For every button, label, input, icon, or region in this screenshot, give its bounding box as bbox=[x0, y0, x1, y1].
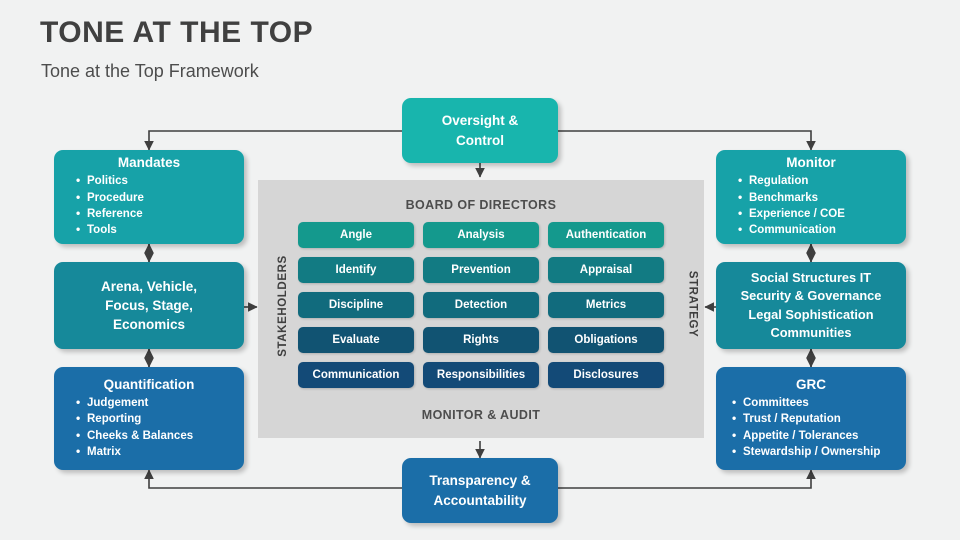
arena-vehicle-box[interactable]: Arena, Vehicle, Focus, Stage, Economics bbox=[54, 262, 244, 349]
social-line-3: Legal Sophistication bbox=[748, 306, 874, 322]
arena-line-1: Arena, Vehicle, bbox=[100, 278, 198, 294]
list-item: Politics bbox=[76, 172, 244, 189]
social-line-1: Social Structures IT bbox=[750, 270, 872, 286]
mandates-list: Politics Procedure Reference Tools bbox=[54, 172, 244, 238]
list-item: Cheeks & Balances bbox=[76, 426, 244, 443]
grc-box[interactable]: GRC Committees Trust / Reputation Appeti… bbox=[716, 367, 906, 470]
list-item: Tools bbox=[76, 221, 244, 238]
oversight-line-1: Oversight & bbox=[441, 113, 519, 129]
grid-cell[interactable]: Angle bbox=[298, 222, 414, 248]
grid-cell[interactable]: Metrics bbox=[548, 292, 664, 318]
strategy-label: STRATEGY bbox=[686, 270, 699, 338]
oversight-line-2: Control bbox=[456, 132, 504, 148]
list-item: Appetite / Tolerances bbox=[732, 426, 906, 443]
grid-cell[interactable]: Prevention bbox=[423, 257, 539, 283]
grid-cell[interactable]: Discipline bbox=[298, 292, 414, 318]
list-item: Reporting bbox=[76, 410, 244, 427]
page-title: TONE AT THE TOP bbox=[40, 16, 314, 49]
quantification-box[interactable]: Quantification Judgement Reporting Cheek… bbox=[54, 367, 244, 470]
mandates-title: Mandates bbox=[117, 155, 181, 171]
monitor-list: Regulation Benchmarks Experience / COE C… bbox=[716, 172, 906, 238]
grc-title: GRC bbox=[796, 376, 826, 392]
oversight-control-box[interactable]: Oversight & Control bbox=[402, 98, 558, 163]
list-item: Benchmarks bbox=[738, 189, 906, 206]
list-item: Communication bbox=[738, 221, 906, 238]
grid-cell[interactable]: Disclosures bbox=[548, 362, 664, 388]
social-line-2: Security & Governance bbox=[740, 288, 882, 304]
grid-cell[interactable]: Rights bbox=[423, 327, 539, 353]
grid-cell[interactable]: Communication bbox=[298, 362, 414, 388]
transparency-line-1: Transparency & bbox=[429, 473, 531, 489]
page-subtitle: Tone at the Top Framework bbox=[41, 61, 259, 81]
quantification-title: Quantification bbox=[103, 376, 195, 392]
social-structures-box[interactable]: Social Structures IT Security & Governan… bbox=[716, 262, 906, 349]
list-item: Committees bbox=[732, 394, 906, 411]
mandates-box[interactable]: Mandates Politics Procedure Reference To… bbox=[54, 150, 244, 244]
list-item: Reference bbox=[76, 205, 244, 222]
social-line-4: Communities bbox=[770, 324, 852, 340]
grid-cell[interactable]: Responsibilities bbox=[423, 362, 539, 388]
arena-line-2: Focus, Stage, bbox=[105, 297, 193, 313]
list-item: Matrix bbox=[76, 443, 244, 460]
list-item: Procedure bbox=[76, 189, 244, 206]
grid-cell[interactable]: Evaluate bbox=[298, 327, 414, 353]
list-item: Stewardship / Ownership bbox=[732, 443, 906, 460]
monitor-box[interactable]: Monitor Regulation Benchmarks Experience… bbox=[716, 150, 906, 244]
grid-cell[interactable]: Obligations bbox=[548, 327, 664, 353]
grid-cell[interactable]: Analysis bbox=[423, 222, 539, 248]
transparency-line-2: Accountability bbox=[433, 492, 527, 508]
grid-cell[interactable]: Detection bbox=[423, 292, 539, 318]
list-item: Regulation bbox=[738, 172, 906, 189]
arena-line-3: Economics bbox=[112, 317, 186, 333]
quantification-list: Judgement Reporting Cheeks & Balances Ma… bbox=[54, 394, 244, 460]
grid-cell[interactable]: Identify bbox=[298, 257, 414, 283]
panel-caption-top: BOARD OF DIRECTORS bbox=[405, 198, 557, 212]
transparency-accountability-box[interactable]: Transparency & Accountability bbox=[402, 458, 558, 523]
list-item: Trust / Reputation bbox=[732, 410, 906, 427]
monitor-title: Monitor bbox=[786, 155, 836, 171]
stakeholders-label: STAKEHOLDERS bbox=[276, 255, 289, 357]
grid-cell[interactable]: Appraisal bbox=[548, 257, 664, 283]
list-item: Judgement bbox=[76, 394, 244, 411]
grc-list: Committees Trust / Reputation Appetite /… bbox=[716, 394, 906, 460]
panel-caption-bottom: MONITOR & AUDIT bbox=[421, 408, 541, 422]
board-of-directors-panel: BOARD OF DIRECTORS MONITOR & AUDIT STAKE… bbox=[258, 180, 704, 438]
list-item: Experience / COE bbox=[738, 205, 906, 222]
grid-cell[interactable]: Authentication bbox=[548, 222, 664, 248]
